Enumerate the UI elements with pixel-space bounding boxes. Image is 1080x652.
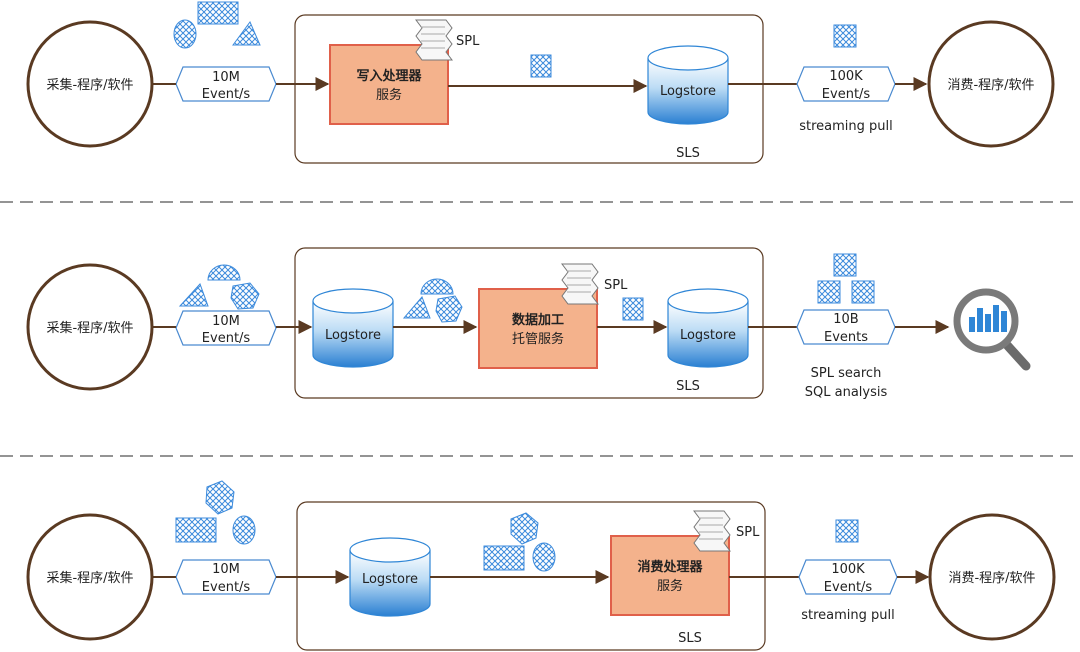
row1-rate-value: 10M: [212, 70, 240, 85]
row3-data-block-icon: [175, 517, 217, 543]
row2-stack-left-icon: [817, 280, 841, 304]
row3-out-note: streaming pull: [801, 608, 895, 623]
row3-source-circle: [26, 513, 154, 641]
row3-sink-node: 消费-程序/软件: [928, 513, 1056, 641]
row3-source-label: 采集-程序/软件: [46, 570, 133, 586]
row2-mid-triangle-icon: [402, 296, 431, 319]
row3-processor-subtitle: 服务: [657, 578, 683, 594]
row3-input-rate-badge: 10M Event/s: [175, 559, 277, 595]
row1-rate-unit: Event/s: [202, 87, 251, 102]
row1-out-note: streaming pull: [799, 119, 893, 134]
row3-out-data-square-icon: [835, 519, 859, 543]
magnifier-chart-icon: [953, 288, 1031, 371]
row1-sink-circle: [927, 20, 1055, 148]
row1-out-unit: Event/s: [822, 87, 871, 102]
row3-sink-circle: [928, 513, 1056, 641]
row2-sls-container: [294, 247, 764, 399]
row3-mid-data-shapes: [483, 512, 556, 572]
row2-data-triangle-icon: [178, 283, 209, 307]
row3-mid-hexagon-icon: [510, 512, 539, 545]
row3-out-value: 100K: [831, 562, 865, 577]
row2-rate-unit: Event/s: [202, 331, 251, 346]
row-1: 采集-程序/软件 10M Event/s SLS 写入处理器 服务 SPL: [26, 1, 1055, 164]
row2-out-value: 10B: [833, 312, 858, 327]
row3-source-node: 采集-程序/软件: [26, 513, 154, 641]
row2-out-data-stack: [817, 253, 875, 304]
row3-logstore-label: Logstore: [362, 572, 418, 587]
row3-processor-title: 消费处理器: [637, 559, 703, 575]
row2-mid-semicircle-icon: [420, 278, 454, 295]
row1-out-value: 100K: [829, 69, 863, 84]
row2-sls-label: SLS: [676, 379, 700, 394]
row2-logstore-in-cylinder: Logstore: [312, 288, 394, 368]
row2-data-semicircle-icon: [207, 264, 241, 281]
row2-out-note-search: SPL search: [811, 366, 882, 381]
row3-rate-unit: Event/s: [202, 580, 251, 595]
row2-spl-scroll-icon: [561, 263, 599, 305]
row1-data-egg-icon: [173, 19, 197, 49]
row3-sink-label: 消费-程序/软件: [948, 571, 1035, 586]
row2-logstore-out-label: Logstore: [680, 328, 736, 343]
row2-processor-title: 数据加工: [512, 312, 564, 328]
row2-spl-label: SPL: [604, 278, 628, 293]
row2-processor-subtitle: 托管服务: [512, 331, 564, 347]
row1-spl-label: SPL: [456, 34, 480, 49]
row2-mid-data-shapes: [402, 278, 463, 323]
row3-data-hexagon-icon: [205, 480, 235, 515]
row3-logstore-cylinder: Logstore: [349, 537, 431, 617]
row1-sink-label: 消费-程序/软件: [947, 78, 1034, 93]
row1-data-square-icon: [530, 54, 552, 78]
row1-data-block-icon: [197, 1, 239, 25]
row2-out-note-analysis: SQL analysis: [805, 385, 888, 400]
row1-processor-title: 写入处理器: [356, 68, 422, 84]
row2-stack-top-icon: [833, 253, 857, 277]
row3-output-rate-badge: 100K Event/s: [798, 559, 898, 595]
row1-spl-scroll-icon: [415, 19, 453, 61]
row2-mid-hexagon-icon: [435, 295, 463, 323]
row2-logstore-out-cylinder: Logstore: [667, 288, 749, 368]
row1-source-node: 采集-程序/软件: [26, 20, 154, 148]
row1-sls-container: [294, 14, 764, 164]
row3-mid-egg-icon: [532, 542, 556, 572]
row3-mid-block-icon: [483, 545, 525, 571]
row2-rate-value: 10M: [212, 314, 240, 329]
row1-input-rate-badge: 10M Event/s: [175, 66, 277, 102]
row3-data-egg-icon: [232, 515, 256, 545]
row1-sink-node: 消费-程序/软件: [927, 20, 1055, 148]
row2-data-hexagon-icon: [230, 282, 260, 310]
row-3: 采集-程序/软件 10M Event/s SLS Logstore 消费处理器: [26, 480, 1056, 651]
row1-logstore-label: Logstore: [660, 84, 716, 99]
row3-out-unit: Event/s: [824, 580, 873, 595]
row2-source-circle: [26, 263, 154, 391]
row1-output-rate-badge: 100K Event/s: [796, 66, 896, 102]
row2-logstore-in-label: Logstore: [325, 328, 381, 343]
row2-input-data-shapes: [178, 264, 260, 310]
row2-input-rate-badge: 10M Event/s: [175, 310, 277, 346]
row3-input-data-shapes: [175, 480, 256, 545]
row-2: 采集-程序/软件 10M Event/s SLS Logstore 数据: [26, 247, 1031, 400]
row3-sls-label: SLS: [678, 631, 702, 646]
row1-logstore-cylinder: Logstore: [647, 45, 729, 125]
row1-input-data-shapes: [173, 1, 261, 49]
row3-spl-scroll-icon: [693, 510, 731, 552]
row1-out-data-square-icon: [833, 24, 857, 48]
row2-output-rate-badge: 10B Events: [796, 309, 896, 345]
row2-stack-right-icon: [851, 280, 875, 304]
row1-data-triangle-icon: [232, 21, 261, 46]
row2-source-node: 采集-程序/软件: [26, 263, 154, 391]
row2-mid-square-icon: [622, 297, 644, 321]
row3-rate-value: 10M: [212, 562, 240, 577]
row1-processor-subtitle: 服务: [376, 87, 402, 103]
row1-source-circle: [26, 20, 154, 148]
row1-sls-label: SLS: [676, 146, 700, 161]
row2-out-unit: Events: [824, 330, 868, 345]
row2-source-label: 采集-程序/软件: [46, 320, 133, 336]
row3-spl-label: SPL: [736, 525, 760, 540]
row1-source-label: 采集-程序/软件: [46, 77, 133, 93]
